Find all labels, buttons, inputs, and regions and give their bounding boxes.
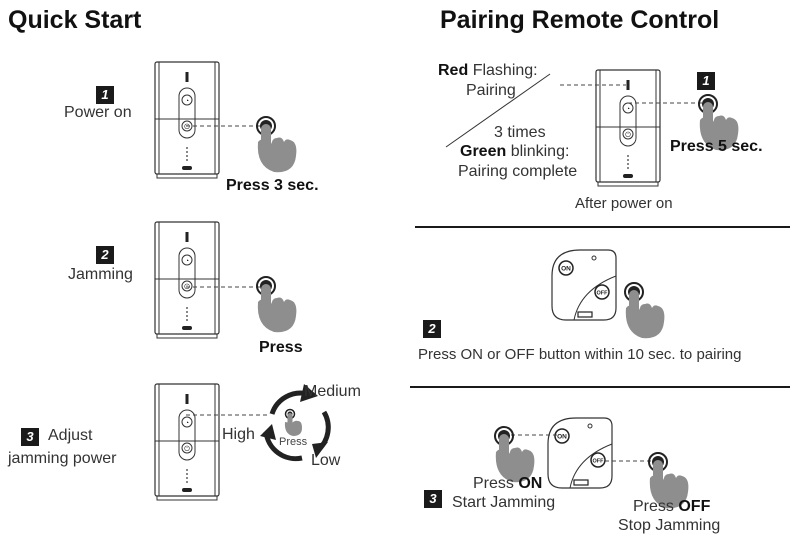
step-label-jamming-power: jamming power <box>8 450 117 467</box>
pairing-status-text: Pairing <box>466 82 516 99</box>
pairing-complete-text: Pairing complete <box>458 163 578 180</box>
remote-control <box>551 249 617 321</box>
section-divider <box>410 386 790 388</box>
green-blinking-line: Green blinking: <box>460 143 569 161</box>
quick-start-title: Quick Start <box>8 6 142 34</box>
press-on-prefix: Press <box>473 475 514 492</box>
press-on-label: Press ON <box>473 475 542 493</box>
pairing-title: Pairing Remote Control <box>440 6 720 34</box>
level-high-label: High <box>222 426 255 443</box>
power-cycle-arrows-icon <box>260 384 331 462</box>
start-jamming-text: Start Jamming <box>452 494 556 511</box>
dashed-leader <box>186 286 260 288</box>
press-off-label: Press OFF <box>633 498 710 516</box>
step-label-jamming: Jamming <box>68 266 133 283</box>
red-flashing-text: Flashing: <box>472 62 538 79</box>
step-number-badge: 1 <box>96 86 114 104</box>
jammer-device <box>595 69 661 187</box>
jammer-device <box>154 61 220 179</box>
step-label-adjust: Adjust <box>48 427 93 444</box>
step-number-badge: 1 <box>697 72 715 90</box>
step-number-badge: 3 <box>424 490 442 508</box>
level-low-label: Low <box>311 452 341 469</box>
press-off-bold: OFF <box>678 498 711 515</box>
dashed-leader <box>628 102 702 104</box>
press-3-sec-label: Press 3 sec. <box>226 177 319 194</box>
section-divider <box>415 226 790 228</box>
three-times-text: 3 times <box>494 124 546 141</box>
press-on-bold: ON <box>518 475 543 492</box>
step-number-badge: 2 <box>96 246 114 264</box>
red-word: Red <box>438 62 469 79</box>
green-word: Green <box>460 143 507 160</box>
green-blinking-text: blinking: <box>510 143 570 160</box>
press-off-prefix: Press <box>633 498 674 515</box>
stop-jamming-text: Stop Jamming <box>618 517 721 534</box>
cycle-press-label: Press <box>279 436 308 448</box>
diagonal-divider <box>445 73 551 148</box>
step-number-badge: 2 <box>423 320 441 338</box>
dashed-leader <box>560 84 626 86</box>
press-5-sec-label: Press 5 sec. <box>670 138 763 155</box>
jammer-device <box>154 383 220 501</box>
dashed-leader <box>186 125 260 127</box>
hand-press-icon <box>256 276 298 334</box>
remote-control <box>547 417 613 489</box>
pairing-instruction-text: Press ON or OFF button within 10 sec. to… <box>418 346 742 363</box>
step-number-badge: 3 <box>21 428 39 446</box>
step-label-power-on: Power on <box>64 104 132 121</box>
after-power-on-caption: After power on <box>575 195 673 212</box>
red-flashing-line: Red Flashing: <box>438 62 538 80</box>
jammer-device <box>154 221 220 339</box>
hand-press-icon <box>624 282 666 340</box>
level-medium-label: Medium <box>304 383 361 400</box>
hand-press-icon <box>256 116 298 174</box>
press-label: Press <box>259 339 303 356</box>
